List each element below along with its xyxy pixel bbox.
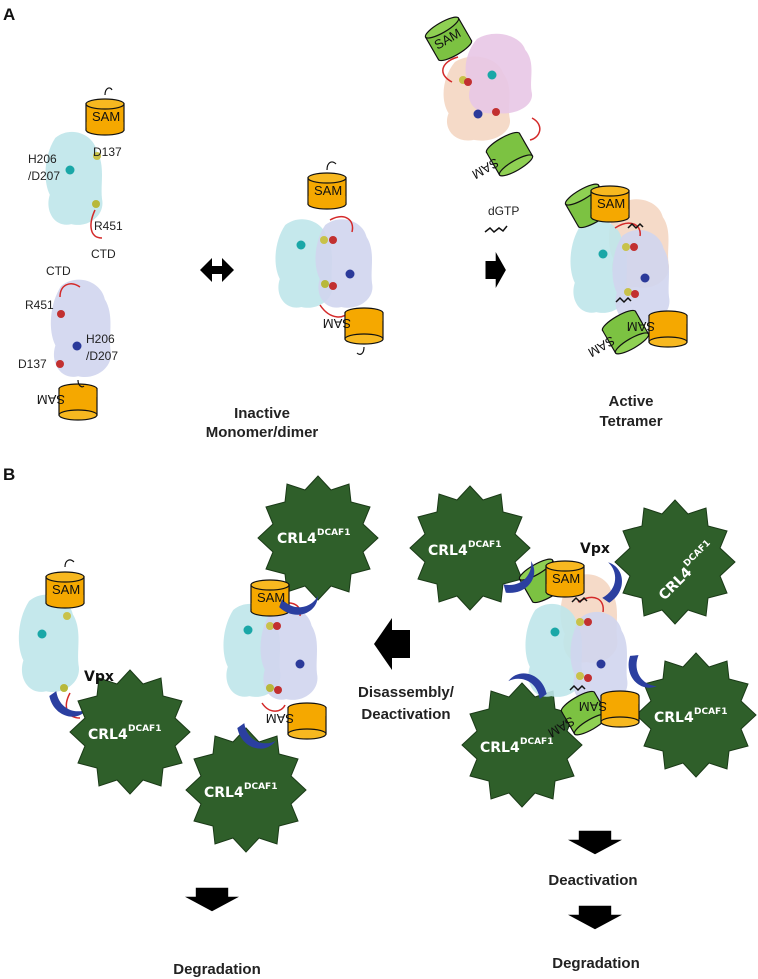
d137-label: D137	[18, 357, 47, 371]
sam-label: SAM	[314, 183, 342, 198]
crl4-label: CRL4	[480, 740, 520, 756]
active-label: Active	[608, 393, 653, 410]
d207-label: /D207	[86, 349, 118, 363]
degradation-arrow-right	[568, 905, 622, 930]
deactivation-label: Deactivation	[548, 872, 637, 889]
degradation-arrow-left	[185, 887, 239, 912]
activation-arrow	[485, 252, 506, 288]
inactive-label: Inactive	[234, 405, 290, 422]
crl4-sup: DCAF1	[317, 528, 350, 538]
crl4-label: CRL4	[428, 543, 468, 559]
tetramer-label: Tetramer	[599, 413, 662, 430]
sam-label: SAM	[579, 699, 607, 714]
crl4-label: CRL4	[277, 531, 317, 547]
sam-label: SAM	[92, 109, 120, 124]
sam-label: SAM	[597, 196, 625, 211]
crl4-sup: DCAF1	[694, 707, 727, 717]
vpx-label: Vpx	[580, 541, 610, 557]
sam-label: SAM	[323, 316, 351, 331]
crl4-sup: DCAF1	[520, 737, 553, 747]
active-tetramer	[562, 180, 688, 358]
dimer-green-sam	[422, 13, 541, 180]
dgtp-label: dGTP	[488, 204, 519, 218]
panel-label-b: B	[3, 465, 15, 484]
ctd-label: CTD	[46, 264, 71, 278]
monomer-top	[45, 87, 125, 239]
sam-label: SAM	[469, 155, 501, 182]
crl4-sup: DCAF1	[468, 540, 501, 550]
h206-label: H206	[28, 152, 57, 166]
sam-label: SAM	[257, 590, 285, 605]
degradation-label-right: Degradation	[552, 955, 640, 972]
h206-label: H206	[86, 332, 115, 346]
dimer	[275, 161, 384, 355]
sam-label: SAM	[585, 333, 617, 360]
crl4-sup: DCAF1	[128, 724, 161, 734]
monomer-dimer-label: Monomer/dimer	[206, 424, 319, 441]
monomer-vpx-complex	[18, 559, 191, 795]
disassembly-arrow	[374, 618, 410, 670]
sam-label: SAM	[37, 392, 65, 407]
sam-label: SAM	[266, 711, 294, 726]
tetramer-vpx-complex	[409, 485, 757, 808]
disassembly-label: Disassembly/	[358, 684, 455, 701]
panel-label-a: A	[3, 5, 15, 24]
sam-label: SAM	[552, 571, 580, 586]
d137-label: D137	[93, 145, 122, 159]
vpx-label: Vpx	[84, 669, 114, 685]
crl4-label: CRL4	[654, 710, 694, 726]
d207-label: /D207	[28, 169, 60, 183]
deactivation-arrow	[568, 830, 622, 855]
r451-label: R451	[94, 219, 123, 233]
deactivation-label-mid: Deactivation	[361, 706, 450, 723]
crl4-label: CRL4	[88, 727, 128, 743]
sam-label: SAM	[52, 582, 80, 597]
ctd-label: CTD	[91, 247, 116, 261]
degradation-label-left: Degradation	[173, 961, 261, 978]
crl4-label: CRL4	[204, 785, 244, 801]
equilibrium-arrow	[200, 258, 234, 282]
dgtp-molecule	[484, 225, 508, 234]
crl4-sup: DCAF1	[244, 782, 277, 792]
r451-label: R451	[25, 298, 54, 312]
dimer-vpx-complex	[185, 475, 379, 853]
monomer-bottom	[50, 279, 111, 421]
sam-label: SAM	[627, 319, 655, 334]
